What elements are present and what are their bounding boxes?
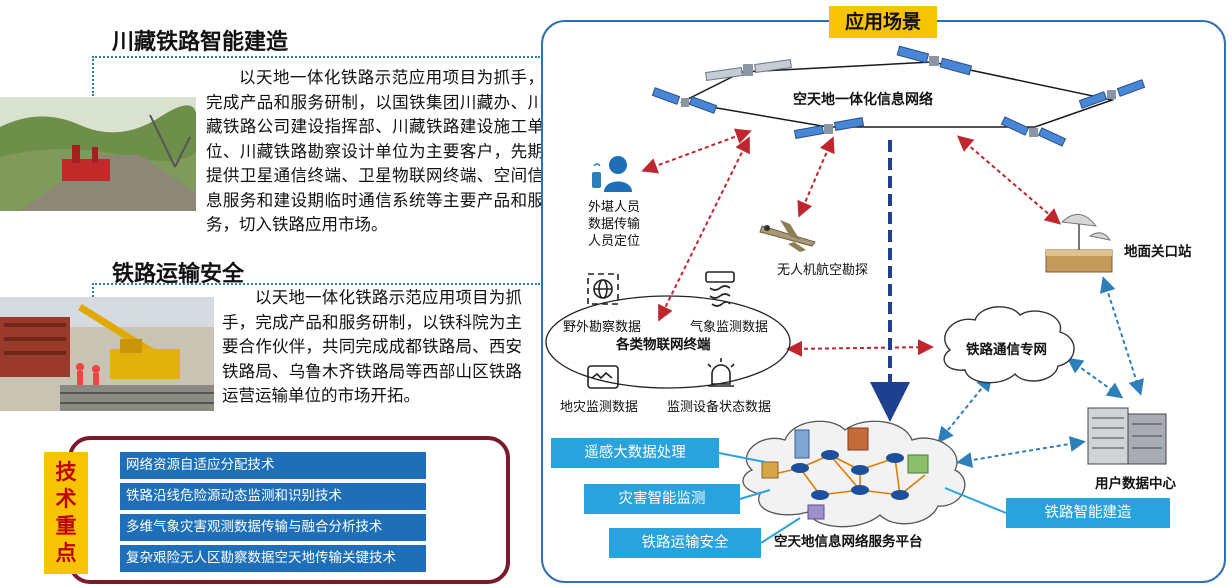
satellite-icon	[651, 87, 718, 114]
app-rail-transport-safety: 铁路运输安全	[609, 528, 761, 558]
satellite-icon	[1078, 79, 1146, 109]
tech-item: 多维气象灾害观测数据传输与融合分析技术	[120, 514, 426, 541]
application-scenario-title: 应用场景	[829, 6, 937, 38]
ground-station-label: 地面关口站	[1124, 244, 1192, 260]
link-sat-iot	[658, 136, 750, 322]
disaster-sensor-icon	[587, 365, 619, 389]
tech-tag-char: 技	[55, 460, 77, 484]
disaster-label: 地灾监测数据	[560, 400, 639, 415]
app-rail-smart-construction: 铁路智能建造	[1006, 498, 1170, 528]
link-iot-railnet	[786, 339, 934, 357]
section2-paragraph: 以天地一体化铁路示范应用项目为抓手，完成产品和服务研制，以铁科院为主要合作伙伴，…	[222, 288, 522, 405]
app-disaster-monitoring: 灾害智能监测	[584, 484, 740, 514]
user-data-center-label: 用户数据中心	[1095, 476, 1176, 492]
link-railnet-dc	[1066, 357, 1124, 399]
tech-key-points-tag: 技 术 重 点	[44, 452, 88, 574]
weather-label: 气象监测数据	[690, 320, 769, 335]
section1-title: 川藏铁路智能建造	[112, 30, 289, 55]
section1-divider-v	[92, 56, 94, 96]
satellite-icon	[896, 45, 973, 76]
iot-terminal-ellipse	[545, 295, 791, 389]
globe-sensor-icon	[587, 273, 619, 305]
satellite-icon	[793, 117, 865, 139]
field-staff-label: 外堪人员数据传输人员定位	[588, 200, 641, 249]
section2-divider	[92, 283, 540, 285]
section2-divider-v	[92, 283, 94, 297]
platform-label: 空天地信息网络服务平台	[774, 534, 923, 550]
rail-network-cloud	[943, 306, 1075, 384]
tech-item: 网络资源自适应分配技术	[120, 452, 426, 479]
weather-sensor-icon	[705, 271, 735, 307]
uav-icon	[759, 220, 816, 252]
app-remote-sensing: 遥感大数据处理	[551, 438, 719, 468]
tech-tag-char: 点	[55, 541, 77, 565]
section1-divider	[92, 56, 540, 58]
railway-photo	[0, 297, 214, 411]
tech-tag-char: 术	[55, 487, 77, 511]
construction-photo	[0, 97, 196, 211]
link-sat-ground	[956, 135, 1062, 225]
building-icon	[761, 427, 929, 520]
link-ground-dc	[1100, 276, 1144, 396]
field-staff-icon	[592, 156, 632, 192]
uav-label: 无人机航空勘探	[777, 263, 869, 278]
satellite-icon	[705, 58, 792, 82]
tech-tag-char: 重	[55, 514, 77, 538]
network-label: 空天地一体化信息网络	[793, 92, 933, 108]
device-status-label: 监测设备状态数据	[667, 400, 772, 415]
tech-item: 铁路沿线危险源动态监测和识别技术	[120, 483, 426, 510]
alarm-sensor-icon	[707, 358, 735, 387]
data-center-icon	[1087, 407, 1167, 465]
ground-station-icon	[1045, 214, 1113, 273]
iot-terminal-label: 各类物联网终端	[616, 337, 711, 353]
section2-title: 铁路运输安全	[112, 262, 245, 287]
section1-paragraph: 以天地一体化铁路示范应用项目为抓手，完成产品和服务研制，以国铁集团川藏办、川藏铁…	[206, 68, 544, 234]
tech-item: 复杂艰险无人区勘察数据空天地传输关键技术	[120, 545, 426, 572]
router-icon	[791, 450, 909, 500]
link-railnet-platform	[937, 374, 993, 444]
rail-private-net-label: 铁路通信专网	[966, 342, 1047, 358]
field-survey-label: 野外勘察数据	[563, 320, 642, 335]
